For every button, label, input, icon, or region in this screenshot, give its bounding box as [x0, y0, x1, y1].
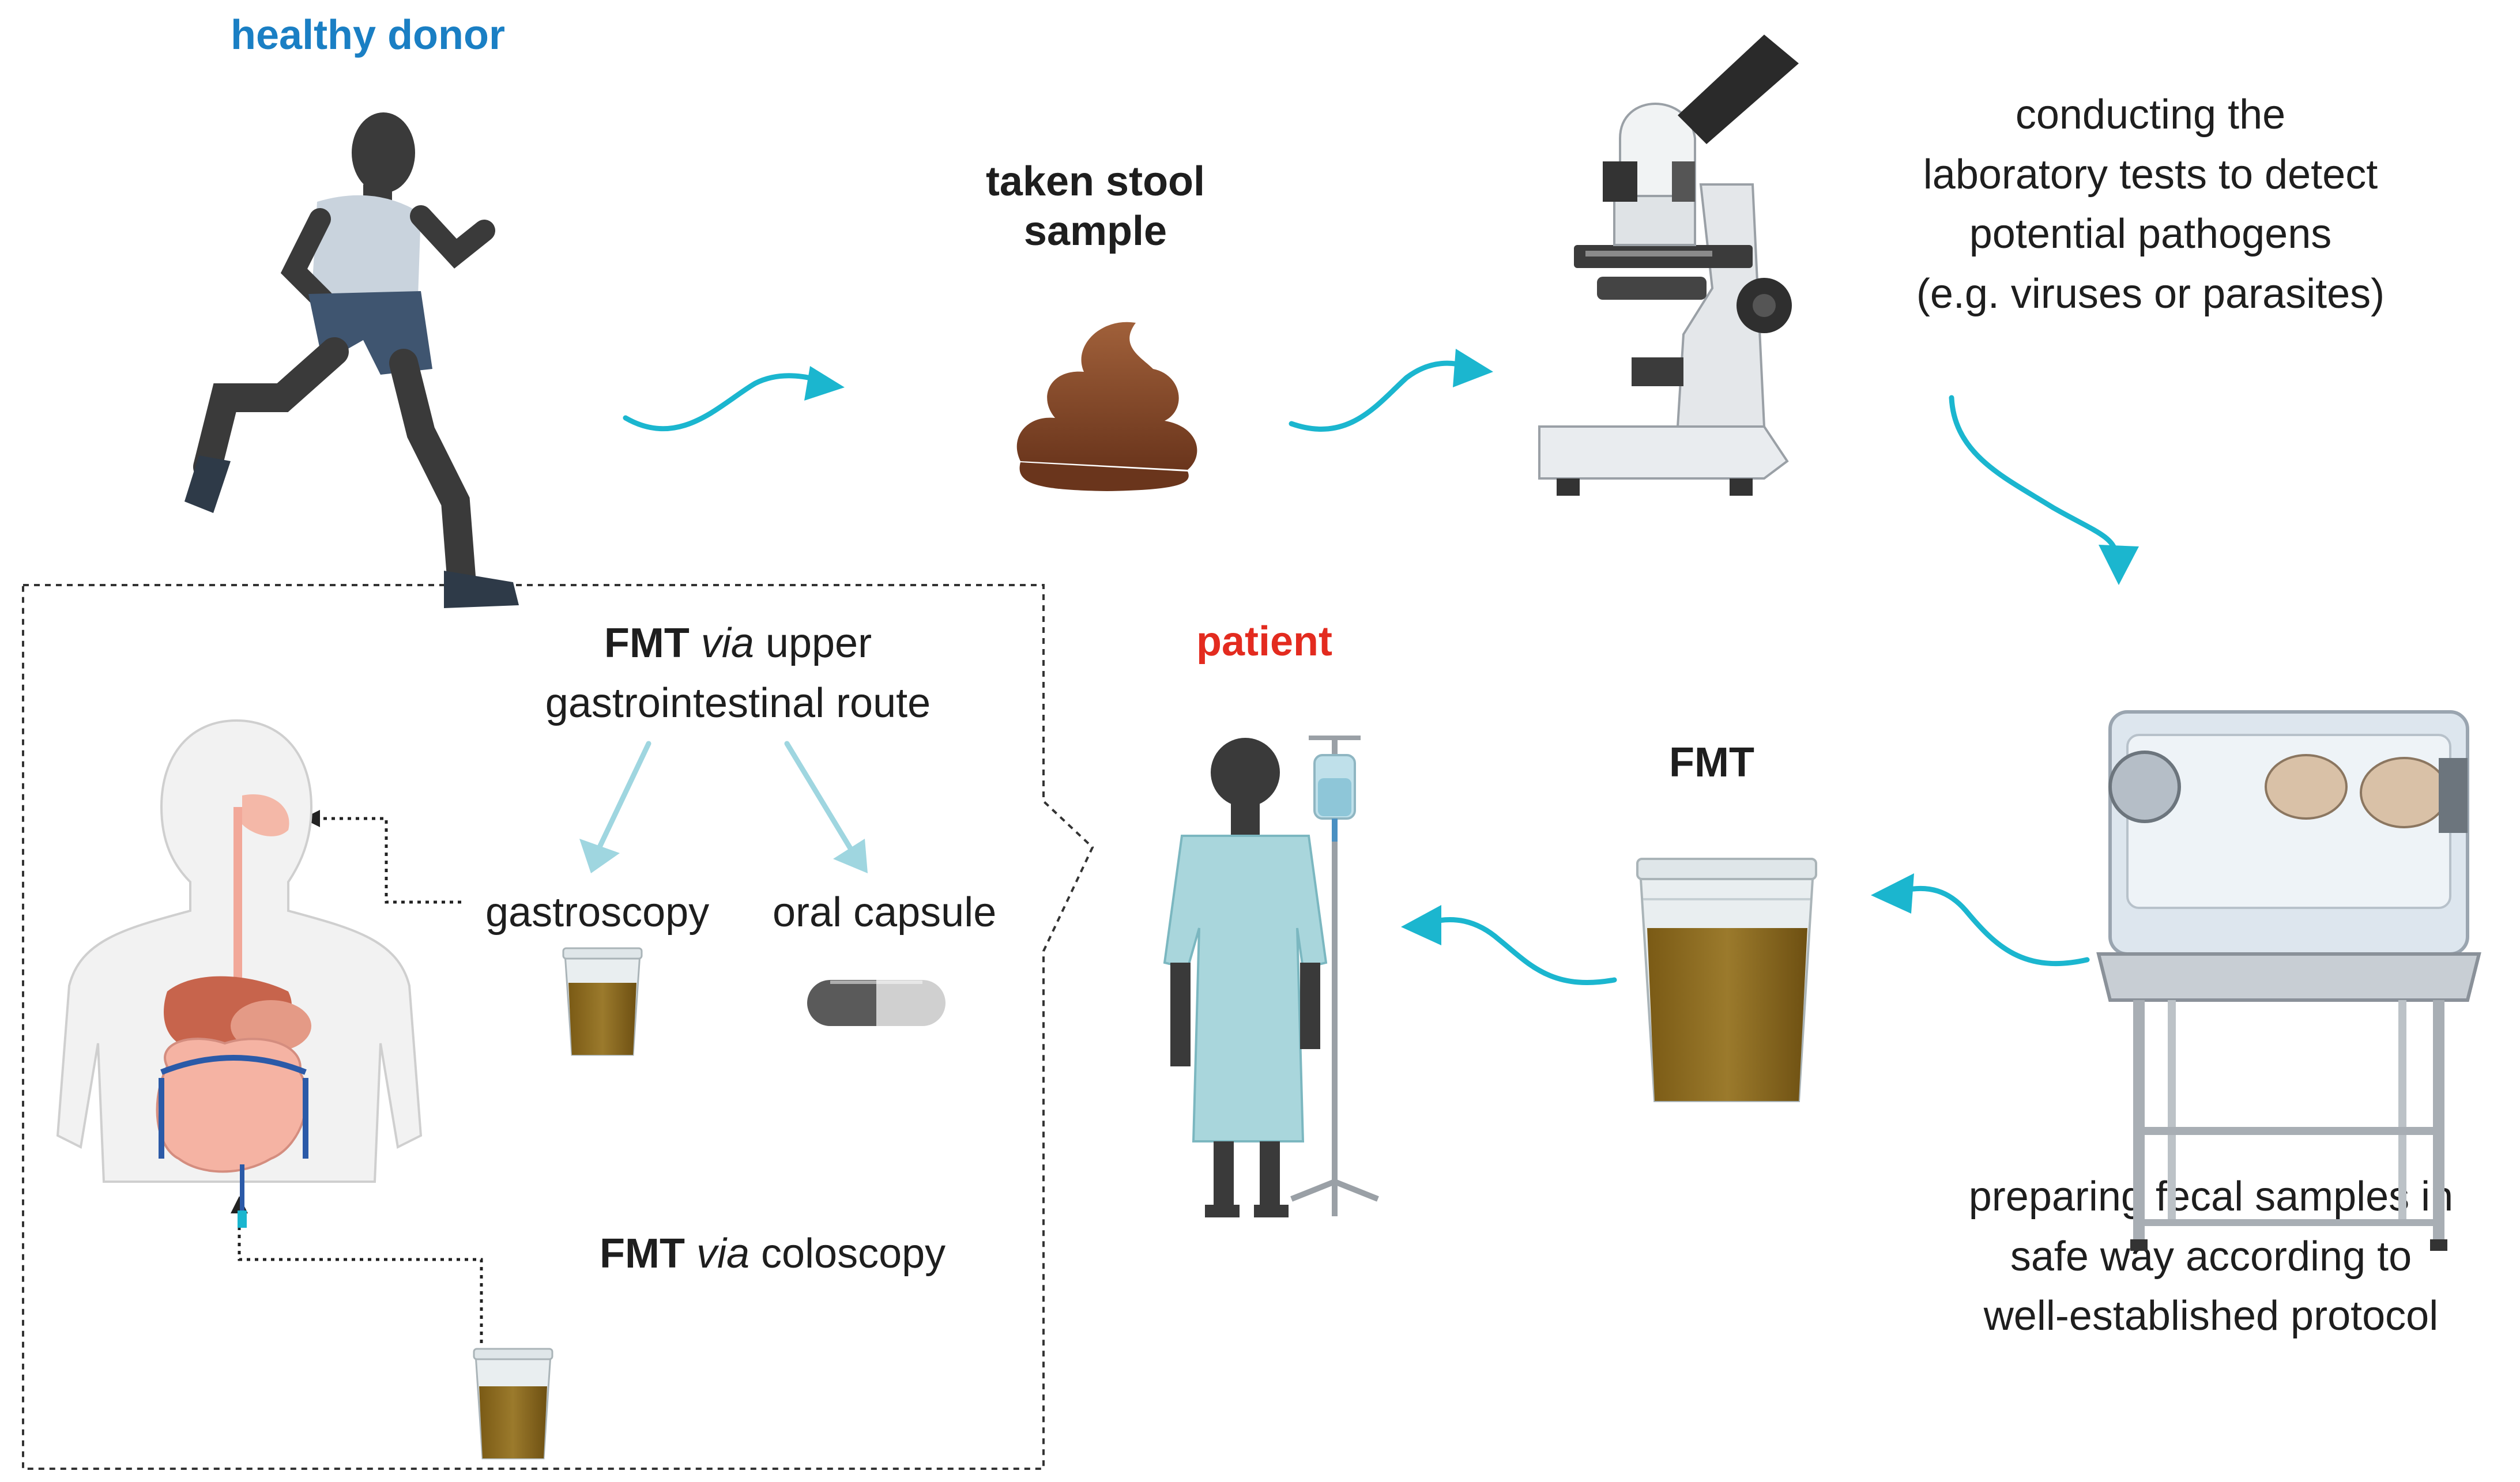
healthy-donor-label: healthy donor: [231, 12, 506, 58]
upper-route-label: FMT via upper gastrointestinal route: [490, 614, 986, 733]
upper-route-line2: gastrointestinal route: [545, 680, 931, 726]
dotted-arrow-colon: [231, 1196, 483, 1343]
flow-arrow-2: [1289, 349, 1493, 432]
flow-arrow-5: [1401, 905, 1617, 985]
lab-tests-line2: laboratory tests to detect: [1923, 151, 2378, 198]
upper-route-fmt: FMT: [604, 620, 690, 666]
upper-route-line1: FMT via upper: [490, 614, 986, 674]
fmt-label: FMT: [1669, 740, 1754, 786]
route-arrow-gastroscopy: [579, 741, 651, 873]
gastroscopy-label: gastroscopy: [485, 889, 710, 936]
microscope-icon: [1538, 35, 1799, 496]
colonoscopy-via: via: [696, 1231, 749, 1277]
colonoscopy-fmt: FMT: [600, 1231, 685, 1277]
small-cup-icon: [562, 947, 643, 1056]
capsule-icon: [807, 980, 946, 1026]
colonoscopy-label: FMT via coloscopy: [600, 1229, 946, 1279]
lab-tests-line3: potential pathogens: [1969, 211, 2332, 258]
flow-arrow-3: [1949, 395, 2139, 585]
fmt-cup-icon: [1636, 858, 1817, 1102]
upper-route-via: via: [700, 620, 754, 666]
colonoscopy-rest: coloscopy: [761, 1231, 946, 1277]
digestive-system-icon: [56, 719, 423, 1228]
upper-route-rest: upper: [765, 620, 872, 666]
route-arrow-capsule: [784, 741, 868, 873]
stool-sample-label-line2: sample: [1023, 208, 1167, 255]
lab-tests-line4: (e.g. viruses or parasites): [1916, 271, 2385, 318]
lab-tests-label: conducting the laboratory tests to detec…: [1816, 85, 2485, 325]
lab-tests-line1: conducting the: [2015, 92, 2286, 138]
flow-arrow-4: [1871, 873, 2090, 967]
patient-iv-icon: [1163, 736, 1379, 1217]
preparing-line1: preparing fecal samples in: [1968, 1174, 2454, 1220]
patient-label: patient: [1196, 619, 1333, 665]
preparing-line2: safe way according to: [2010, 1233, 2412, 1280]
small-cup-icon: [473, 1348, 553, 1460]
stool-sample-label: taken stool sample: [940, 157, 1251, 257]
running-person-icon: [184, 112, 519, 608]
oral-capsule-label: oral capsule: [773, 889, 997, 936]
stool-icon: [1016, 322, 1197, 491]
preparing-label: preparing fecal samples in safe way acco…: [1920, 1167, 2502, 1347]
stool-sample-label-line1: taken stool: [985, 159, 1206, 205]
flow-arrow-1: [623, 366, 845, 432]
preparing-line3: well-established protocol: [1983, 1293, 2439, 1340]
dotted-arrow-mouth: [303, 810, 461, 904]
